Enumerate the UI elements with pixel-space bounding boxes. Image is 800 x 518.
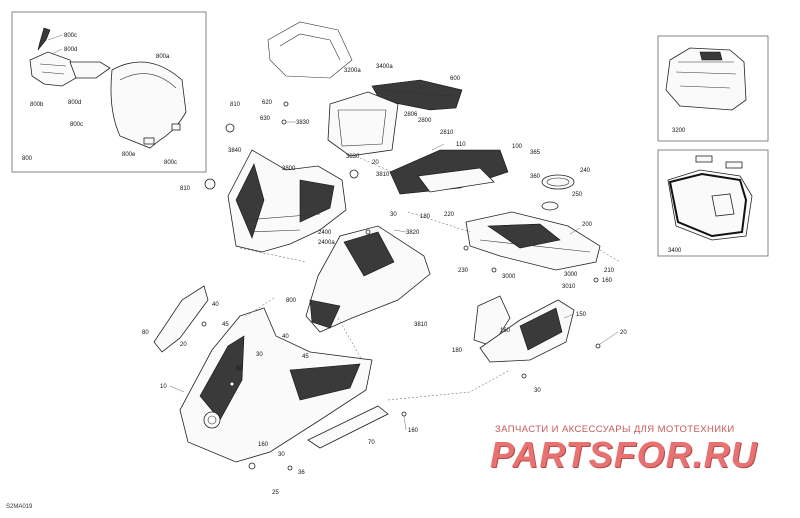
part-3400 [667, 155, 753, 241]
callout-30-5: 30 [278, 452, 285, 458]
part-10-front-fairing [179, 307, 373, 463]
watermark-logo: PARTSFOR.RU [490, 434, 758, 475]
callout-2806: 2806 [404, 112, 418, 118]
windshield-part [110, 61, 187, 149]
part-200 [465, 211, 601, 271]
callout-3810-2: 3810 [414, 322, 428, 328]
part-3400a [327, 91, 399, 157]
callout-45-1: 45 [222, 322, 229, 328]
part-80 [153, 285, 209, 353]
callout-30-4: 30 [534, 388, 541, 394]
part-100 [389, 149, 509, 195]
callout-36: 36 [298, 470, 305, 476]
callout-800c-1: 800c [64, 33, 77, 39]
part-3800 [227, 149, 347, 253]
callout-160-2: 160 [500, 328, 511, 334]
callout-2400: 2400 [318, 230, 332, 236]
callout-40-2: 40 [282, 334, 289, 340]
callout-110: 110 [456, 142, 466, 148]
callout-230: 230 [458, 268, 469, 274]
callout-2400a: 2400a [318, 240, 335, 246]
callout-240: 240 [580, 168, 591, 174]
callout-800-inset: 800 [22, 156, 33, 162]
callout-800d-1: 800d [64, 47, 77, 53]
watermark-tagline: ЗАПЧАСТИ И АКСЕССУАРЫ ДЛЯ МОТОТЕХНИКИ [495, 424, 735, 435]
callout-180-1: 180 [420, 214, 431, 220]
callout-160-1: 160 [602, 278, 613, 284]
inset-box-3400 [657, 149, 769, 257]
callout-3000-1: 3000 [502, 274, 516, 280]
part-180 [473, 295, 511, 347]
callout-30-1: 30 [390, 212, 397, 218]
diagram-code: S2MA019 [6, 504, 33, 510]
callout-100: 100 [512, 144, 523, 150]
callout-3400a: 3400a [376, 64, 393, 70]
hardware-fasteners [201, 101, 601, 471]
callout-600: 600 [450, 76, 461, 82]
part-3200 [665, 47, 747, 111]
callout-150: 150 [576, 312, 587, 318]
callout-800c-2: 800c [70, 122, 83, 128]
windshield-inset-box [11, 11, 207, 173]
callout-80: 80 [142, 330, 149, 336]
part-360-gauge-ring [541, 174, 575, 211]
callout-220: 220 [444, 212, 455, 218]
callout-2810: 2810 [440, 130, 454, 136]
windshield-bracket-part [29, 27, 111, 87]
callout-810-1: 810 [230, 102, 241, 108]
part-2400 [305, 225, 431, 333]
part-70 [307, 405, 389, 449]
callout-10: 10 [160, 384, 167, 390]
callout-3200a: 3200a [344, 68, 361, 74]
callout-360: 360 [530, 174, 541, 180]
callout-210: 210 [604, 268, 615, 274]
callout-45-2: 45 [302, 354, 309, 360]
callout-3830-1: 3830 [296, 120, 310, 126]
callout-810-2: 810 [180, 186, 191, 192]
callout-3800: 3800 [282, 166, 296, 172]
callout-labels: 800c 800d 800a 800b 800d 800c 800e 800c … [22, 33, 686, 496]
callout-630: 630 [260, 116, 271, 122]
callout-3400: 3400 [668, 248, 682, 254]
callout-30-2: 30 [256, 352, 263, 358]
callout-3010: 3010 [562, 284, 576, 290]
callout-365: 365 [530, 150, 541, 156]
callout-20-2: 20 [620, 330, 627, 336]
callout-800d-2: 800d [68, 100, 81, 106]
leader-lines [47, 34, 619, 431]
callout-620: 620 [262, 100, 273, 106]
callout-800b: 800b [30, 102, 44, 108]
callout-2800: 2800 [418, 118, 432, 124]
callout-160-3: 160 [408, 428, 419, 434]
callout-800c-3: 800c [164, 160, 177, 166]
callout-70: 70 [368, 440, 375, 446]
callout-25: 25 [272, 490, 279, 496]
part-3200a [267, 21, 353, 79]
callout-3830-2: 3830 [346, 154, 360, 160]
callout-200: 200 [582, 222, 593, 228]
callout-160-4: 160 [258, 442, 269, 448]
callout-30-3: 30 [236, 366, 243, 372]
callout-800-main: 800 [286, 298, 297, 304]
callout-3840: 3840 [228, 148, 242, 154]
callout-800a: 800a [156, 54, 170, 60]
callout-40-1: 40 [212, 302, 219, 308]
part-150 [479, 299, 575, 363]
inset-box-3200 [657, 35, 769, 142]
callout-20-1: 20 [372, 160, 379, 166]
callout-3820: 3820 [406, 230, 420, 236]
assembly-guide-lines [239, 157, 621, 401]
callout-250: 250 [572, 192, 583, 198]
callout-180-2: 180 [452, 348, 463, 354]
callout-3200: 3200 [672, 128, 686, 134]
callout-20-3: 20 [180, 342, 187, 348]
callout-3000-2: 3000 [564, 272, 578, 278]
callout-800e: 800e [122, 152, 136, 158]
callout-3810-1: 3810 [376, 172, 390, 178]
